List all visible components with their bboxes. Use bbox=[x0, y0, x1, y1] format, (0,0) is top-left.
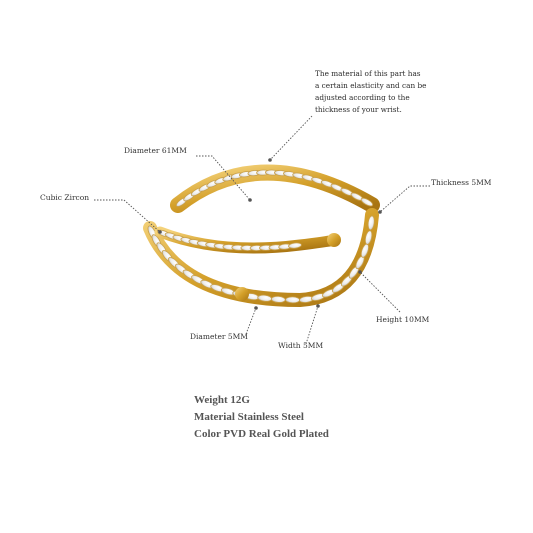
leader-elastic-note bbox=[269, 115, 313, 161]
marquise-stone bbox=[367, 215, 375, 231]
label-diameter-stone: Diameter 5MM bbox=[190, 332, 248, 341]
leader-diameter-stone bbox=[245, 307, 257, 335]
label-width: Width 5MM bbox=[278, 341, 324, 350]
marquise-stone bbox=[288, 242, 302, 249]
spec-list: Weight 12G Material Stainless Steel Colo… bbox=[194, 392, 329, 443]
inner-stone-row bbox=[157, 229, 302, 252]
leader-diameter-outer bbox=[196, 155, 251, 201]
spec-material: Material Stainless Steel bbox=[194, 411, 304, 423]
spec-weight: Weight 12G bbox=[194, 394, 250, 406]
bracelet-end-ball-right bbox=[327, 233, 341, 247]
label-cubic-zircon: Cubic Zircon bbox=[40, 193, 90, 202]
back-stone-row bbox=[175, 169, 374, 207]
note-line: thickness of your wrist. bbox=[315, 105, 402, 114]
bracelet-end-ball-left bbox=[235, 287, 249, 301]
marquise-stone bbox=[364, 230, 373, 245]
label-diameter-outer: Diameter 61MM bbox=[124, 146, 187, 155]
note-line: a certain elasticity and can be bbox=[315, 81, 427, 90]
leader-thickness bbox=[379, 185, 430, 213]
label-thickness: Thickness 5MM bbox=[431, 178, 492, 187]
label-height: Height 10MM bbox=[376, 315, 430, 324]
note-line: adjusted according to the bbox=[315, 93, 410, 102]
spec-color: Color PVD Real Gold Plated bbox=[194, 428, 329, 440]
leader-width bbox=[305, 305, 319, 345]
leader-cubic-zircon bbox=[94, 199, 161, 233]
elasticity-note: The material of this part has a certain … bbox=[315, 68, 427, 116]
note-line: The material of this part has bbox=[315, 69, 421, 78]
marquise-stone bbox=[360, 197, 374, 207]
leader-height bbox=[359, 271, 401, 313]
marquise-stone bbox=[285, 296, 300, 304]
